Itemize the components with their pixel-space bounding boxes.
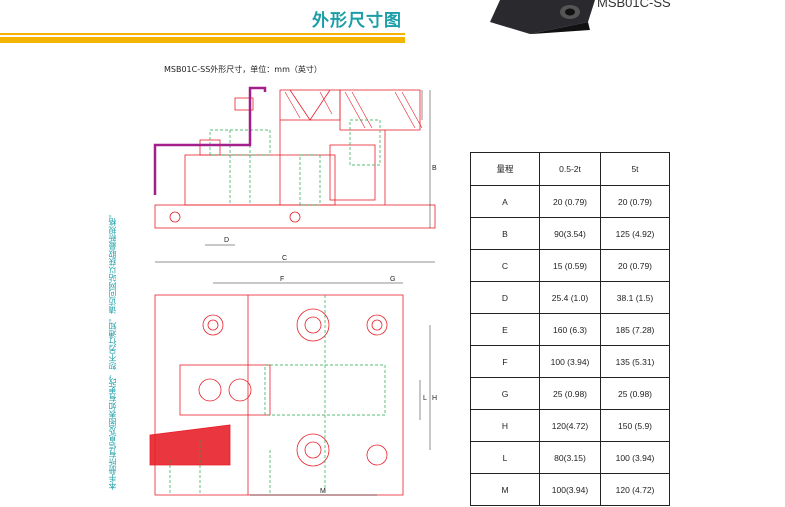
table-cell: F (470, 345, 540, 378)
table-header-row: 量程 0.5-2t 5t (470, 152, 670, 186)
table-header: 5t (600, 152, 670, 186)
product-model-label: MSB01C-SS (597, 0, 671, 10)
table-row: F 100 (3.94) 135 (5.31) (470, 345, 670, 378)
dim-label-m: M (320, 488, 326, 495)
side-view-dimensions (155, 90, 435, 263)
top-view-green-lines (169, 295, 386, 495)
table-cell: H (470, 409, 540, 442)
side-view (154, 89, 436, 229)
table-cell: L (470, 441, 540, 474)
table-cell: G (470, 377, 540, 410)
dim-label-f: F (280, 276, 284, 283)
top-view (149, 294, 404, 496)
table-cell: 25.4 (1.0) (539, 281, 601, 314)
table-cell: 25 (0.98) (600, 377, 670, 410)
table-cell: 160 (6.3) (539, 313, 601, 346)
table-cell: 100 (3.94) (600, 441, 670, 474)
table-cell: M (470, 473, 540, 506)
table-row: G 25 (0.98) 25 (0.98) (470, 377, 670, 410)
table-cell: 150 (5.9) (600, 409, 670, 442)
table-cell: 135 (5.31) (600, 345, 670, 378)
product-photo (490, 0, 595, 34)
table-cell: E (470, 313, 540, 346)
table-cell: 15 (0.59) (539, 249, 601, 282)
table-cell: C (470, 249, 540, 282)
table-row: H 120(4.72) 150 (5.9) (470, 409, 670, 442)
table-cell: 38.1 (1.5) (600, 281, 670, 314)
table-cell: 20 (0.79) (539, 185, 601, 218)
dim-label-d: D (224, 237, 229, 244)
dim-label-h: H (432, 395, 437, 402)
table-cell: 185 (7.28) (600, 313, 670, 346)
table-row: B 90(3.54) 125 (4.92) (470, 217, 670, 250)
dimension-drawing: D C B L F G H M (149, 86, 437, 496)
dimension-table: 量程 0.5-2t 5t A 20 (0.79) 20 (0.79) B 90(… (470, 152, 670, 506)
table-row: D 25.4 (1.0) 38.1 (1.5) (470, 281, 670, 314)
table-cell: 120(4.72) (539, 409, 601, 442)
dim-label-c: C (282, 255, 287, 262)
top-view-dimensions (213, 282, 431, 496)
table-row: C 15 (0.59) 20 (0.79) (470, 249, 670, 282)
side-view-hatching (284, 91, 423, 129)
table-cell: D (470, 281, 540, 314)
dim-label-b: B (432, 165, 437, 172)
dim-label-g: G (390, 276, 395, 283)
dim-label-l: L (423, 395, 427, 402)
table-cell: 100 (3.94) (539, 345, 601, 378)
table-header: 0.5-2t (539, 152, 601, 186)
title-underline-band (0, 33, 405, 43)
drawing-caption: MSB01C-SS外形尺寸，单位：mm（英寸） (164, 65, 322, 74)
table-cell: 20 (0.79) (600, 185, 670, 218)
table-cell: 80(3.15) (539, 441, 601, 474)
disclaimer-note: 本手册所有信息及图表如有更改，恕不另行通知。请访问网站以获取最新规格。 (108, 210, 117, 490)
side-view-green-lines (209, 119, 381, 206)
table-cell: 20 (0.79) (600, 249, 670, 282)
title-underline-stripe (0, 35, 405, 37)
table-row: M 100(3.94) 120 (4.72) (470, 473, 670, 506)
page-title: 外形尺寸图 (312, 11, 402, 31)
table-cell: 125 (4.92) (600, 217, 670, 250)
table-cell: 120 (4.72) (600, 473, 670, 506)
table-cell: 100(3.94) (539, 473, 601, 506)
table-cell: 25 (0.98) (539, 377, 601, 410)
table-row: A 20 (0.79) 20 (0.79) (470, 185, 670, 218)
table-header: 量程 (470, 152, 540, 186)
table-cell: 90(3.54) (539, 217, 601, 250)
table-cell: B (470, 217, 540, 250)
table-cell: A (470, 185, 540, 218)
table-row: L 80(3.15) 100 (3.94) (470, 441, 670, 474)
table-row: E 160 (6.3) 185 (7.28) (470, 313, 670, 346)
side-view-magenta-cable (153, 86, 267, 195)
